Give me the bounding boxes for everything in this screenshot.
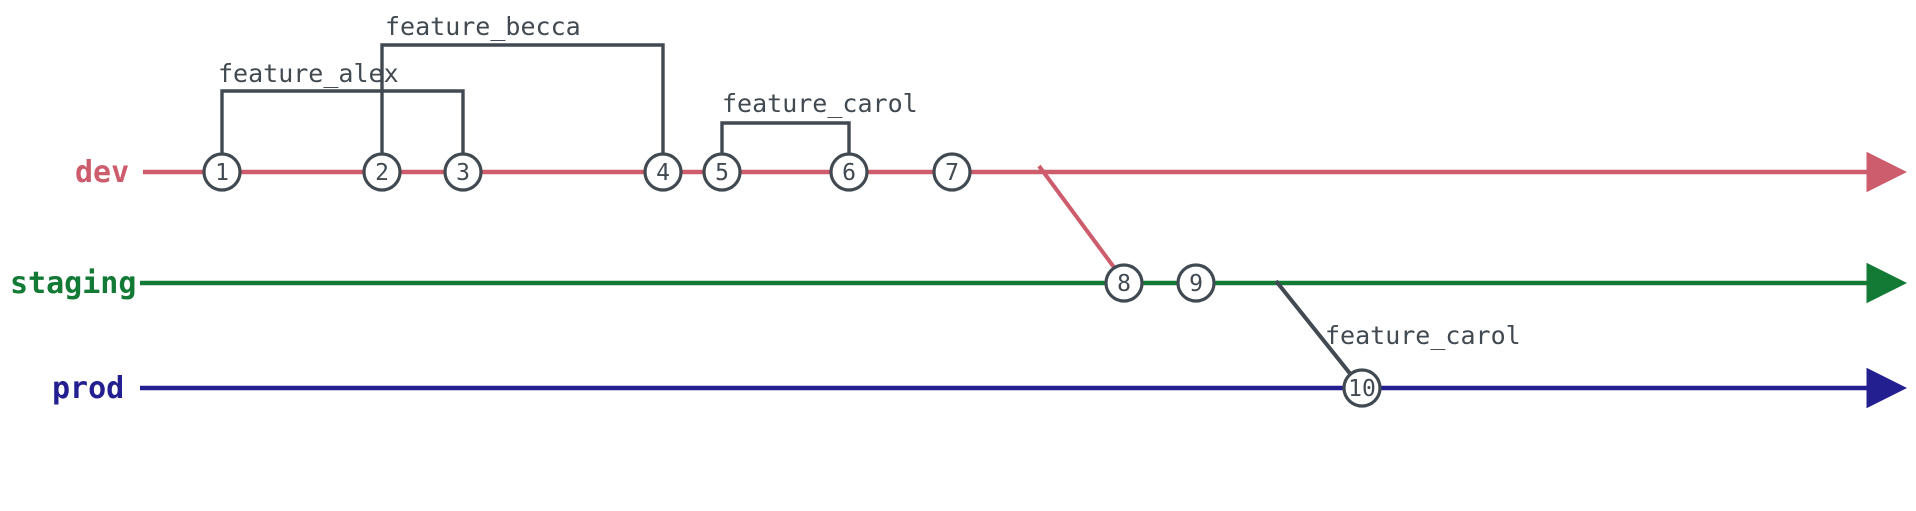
commit-node-10[interactable]: 10 — [1342, 368, 1382, 408]
commit-number-9: 9 — [1189, 271, 1203, 297]
branch-label-prod[interactable]: prod — [52, 371, 124, 406]
commit-circle-1[interactable] — [202, 152, 242, 192]
commit-circle-6[interactable] — [829, 152, 869, 192]
commit-number-5: 5 — [715, 160, 729, 186]
commit-node-5[interactable]: 5 — [702, 152, 742, 192]
feature-brackets-group: feature_alex feature_becca feature_carol — [218, 12, 918, 172]
commit-circle-7[interactable] — [932, 152, 972, 192]
commit-number-1: 1 — [215, 160, 229, 186]
commit-number-8: 8 — [1117, 271, 1131, 297]
commit-number-4: 4 — [656, 160, 670, 186]
feature-label-feature_carol_prod: feature_carol — [1325, 321, 1521, 350]
branch-label-dev[interactable]: dev — [75, 155, 129, 190]
commit-node-3[interactable]: 3 — [443, 152, 483, 192]
merge-line-dev-to-staging-merge — [1037, 164, 1118, 272]
commit-circle-10[interactable] — [1342, 368, 1382, 408]
commit-circle-8[interactable] — [1104, 263, 1144, 303]
branch-label-staging[interactable]: staging — [10, 266, 136, 301]
commit-nodes-group: 1 2 3 4 5 6 7 8 9 10 — [202, 152, 1382, 408]
commit-node-8[interactable]: 8 — [1104, 263, 1144, 303]
commit-node-1[interactable]: 1 — [202, 152, 242, 192]
commit-node-4[interactable]: 4 — [643, 152, 683, 192]
commit-node-7[interactable]: 7 — [932, 152, 972, 192]
commit-number-2: 2 — [375, 160, 389, 186]
branch-labels-group: dev staging prod — [10, 155, 136, 406]
commit-number-7: 7 — [945, 160, 959, 186]
feature-bracket-feature_alex — [220, 89, 465, 172]
commit-circle-9[interactable] — [1176, 263, 1216, 303]
branch-lines-group — [140, 151, 1907, 409]
commit-circle-2[interactable] — [362, 152, 402, 192]
commit-number-10: 10 — [1348, 376, 1376, 402]
merge-lines-group — [1037, 164, 1354, 378]
commit-circle-5[interactable] — [702, 152, 742, 192]
commit-node-2[interactable]: 2 — [362, 152, 402, 192]
commit-node-6[interactable]: 6 — [829, 152, 869, 192]
feature-label-feature_alex: feature_alex — [218, 59, 399, 88]
commit-node-9[interactable]: 9 — [1176, 263, 1216, 303]
merge-line-staging-to-prod-merge — [1274, 279, 1354, 378]
commit-number-6: 6 — [842, 160, 856, 186]
commit-circle-3[interactable] — [443, 152, 483, 192]
feature-label-feature_becca: feature_becca — [385, 12, 581, 41]
feature-bracket-feature_carol_dev — [720, 121, 851, 172]
feature-label-feature_carol_dev: feature_carol — [722, 89, 918, 118]
feature-bracket-feature_becca — [380, 43, 665, 172]
commit-number-3: 3 — [456, 160, 470, 186]
commit-circle-4[interactable] — [643, 152, 683, 192]
merge-labels-group: feature_carol — [1325, 321, 1521, 350]
